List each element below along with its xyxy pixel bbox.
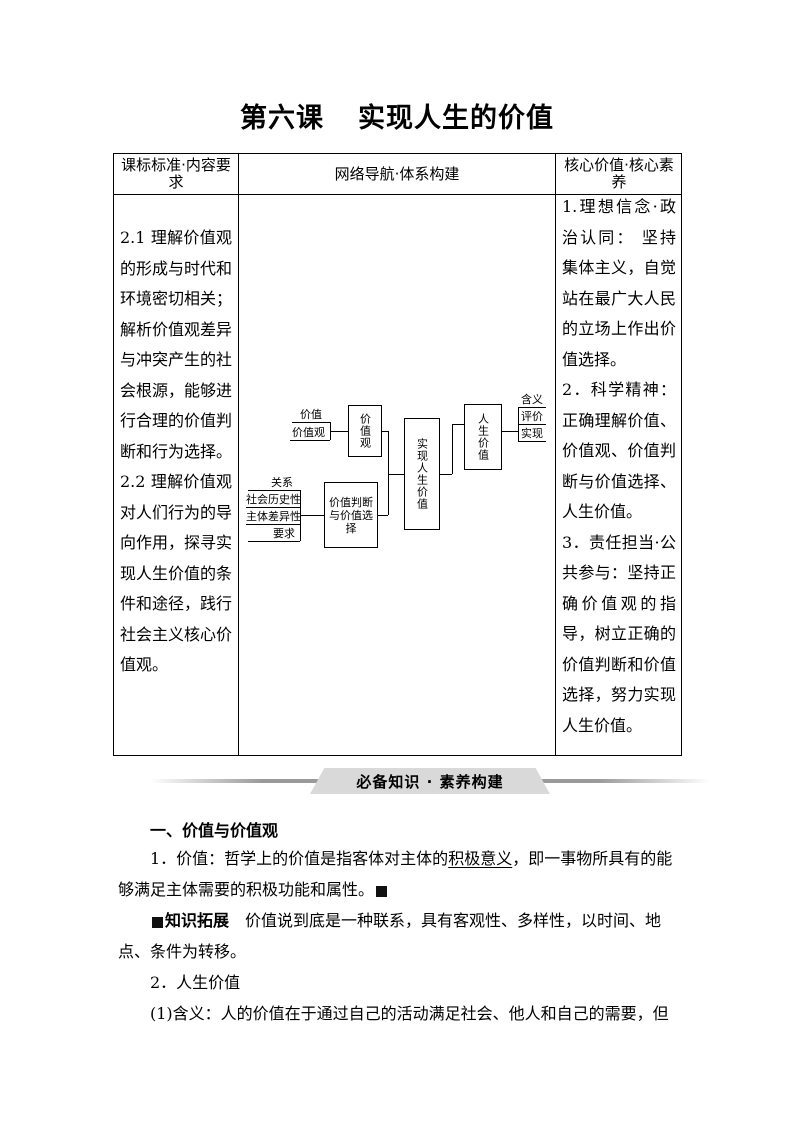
core-values-text: 1.理想信念·政治认同： 坚持集体主义，自觉站在最广大人民的立场上作出价值选择。… [562,192,676,741]
diagram-item-relation: 关系 [271,476,293,489]
section-banner: 必备知识 · 素养构建 [150,766,710,796]
core-value-1: 1.理想信念·政治认同： 坚持集体主义，自觉站在最广大人民的立场上作出价值选择。 [562,197,676,369]
diagram-item-realization: 实现 [521,427,543,440]
table-divider [555,154,556,755]
table-divider [238,154,239,755]
diagram-box-life-value: 人生价值 [464,404,502,470]
note-marker-icon: 1 [152,917,189,928]
diagram-item-evaluation: 评价 [521,410,543,423]
diagram-item-meaning: 含义 [521,393,543,406]
lesson-title: 第六课 实现人生的价值 [0,96,794,135]
standard-2-1: 2.1 理解价值观的形成与时代和环境密切相关；解析价值观差异与冲突产生的社会根源… [120,228,233,461]
diagram-item-subject-difference: 主体差异性 [246,510,301,523]
lesson-name: 实现人生的价值 [358,103,554,134]
extension-tag: 知识拓展 [165,911,230,930]
standards-text: 2.1 理解价值观的形成与时代和环境密切相关；解析价值观差异与冲突产生的社会根源… [120,223,232,681]
diagram-item-values-view: 价值观 [292,426,325,439]
diagram-item-requirement: 要求 [273,527,295,540]
section-banner-text: 必备知识 · 素养构建 [356,772,504,791]
keyword-positive-meaning: 积极意义 [448,849,513,868]
paragraph-value: 1．价值：哲学上的价值是指客体对主体的积极意义，即一事物所具有的能够满足主体需要… [118,849,673,899]
concept-diagram: 价值 价值观 价值观 关系 社会历史性 主体差异性 要求 价值判断与价值选择 实… [238,194,555,756]
diagram-box-judgment: 价值判断与价值选择 [324,482,378,548]
diagram-item-value: 价值 [300,408,322,421]
lesson-number: 第六课 [240,103,324,134]
core-value-3: 3．责任担当·公共参与：坚持正确价值观的指导，树立正确的价值判断和价值选择，努力… [562,532,676,735]
header-core-values: 核心价值·核心素养 [564,156,674,191]
header-navigation: 网络导航·体系构建 [334,164,460,183]
paragraph-extension: 1知识拓展 价值说到底是一种联系，具有客观性、多样性，以时间、地点、条件为转移。 [118,911,662,961]
note-marker-icon: 1 [376,886,413,897]
header-standards: 课标标准·内容要求 [121,156,231,191]
diagram-item-social-history: 社会历史性 [246,493,301,506]
overview-table: 课标标准·内容要求 网络导航·体系构建 核心价值·核心素养 2.1 理解价值观的… [113,153,682,756]
table-header-line [114,194,681,195]
section-heading: 一、价值与价值观 [150,821,279,840]
paragraph-meaning: (1)含义：人的价值在于通过自己的活动满足社会、他人和自己的需要，但 [150,1004,669,1023]
diagram-box-realize: 实现人生价值 [404,418,440,530]
core-value-2: 2．科学精神：正确理解价值、价值观、价值判断与价值选择、人生价值。 [562,380,676,521]
paragraph-life-value: 2．人生价值 [150,973,241,992]
diagram-box-values: 价值观 [348,405,382,457]
standard-2-2: 2.2 理解价值观对人们行为的导向作用，探寻实现人生价值的条件和途径，践行社会主… [120,472,233,674]
